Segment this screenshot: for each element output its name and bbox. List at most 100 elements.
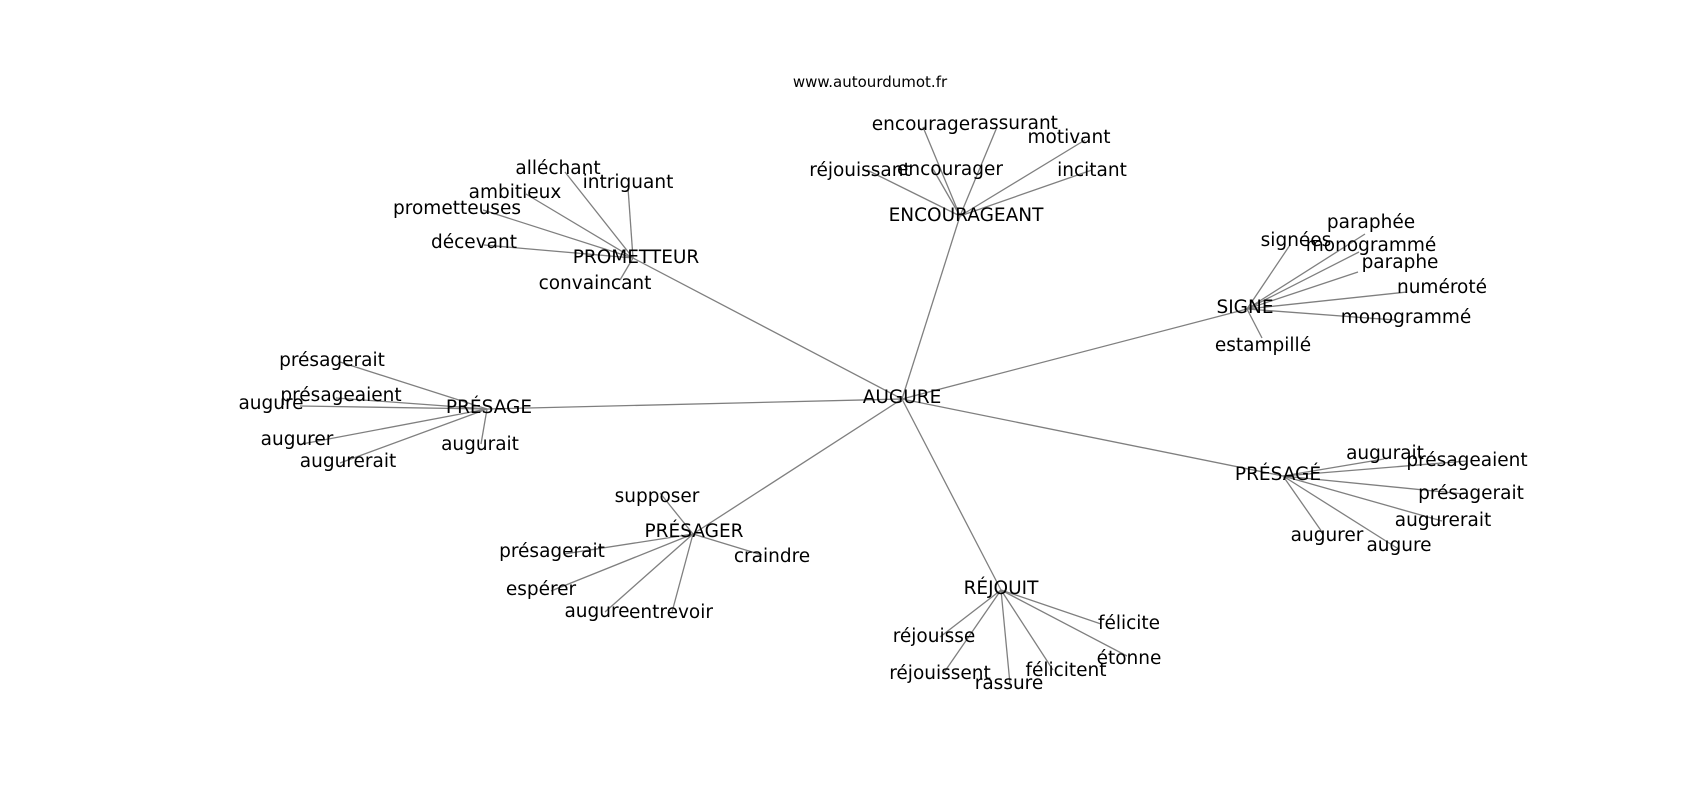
edge-cluster-to-leaf (1282, 475, 1465, 495)
leaf-word-label: décevant (431, 232, 517, 253)
source-watermark: www.autourdumot.fr (793, 73, 948, 91)
edge-cluster-to-leaf (1246, 308, 1263, 339)
leaf-word-label: augurer (1291, 525, 1364, 546)
cluster-node-label: SIGNE (1216, 297, 1273, 318)
cluster-node-label: PRÉSAGER (645, 520, 744, 542)
leaf-word-label: motivant (1028, 127, 1111, 148)
edge-cluster-to-leaf (299, 405, 488, 410)
leaf-word-label: augurer (261, 429, 334, 450)
leaf-word-label: numéroté (1397, 277, 1487, 298)
edge-root-to-cluster (901, 308, 1248, 400)
leaf-word-label: présagerait (279, 350, 385, 371)
edge-cluster-to-leaf (564, 171, 634, 259)
edge-root-to-cluster (486, 398, 903, 410)
edge-cluster-to-leaf (619, 257, 634, 281)
edge-cluster-to-leaf (1246, 233, 1366, 310)
cluster-node-label: PRÉSAGÉ (1235, 463, 1321, 485)
edge-cluster-to-leaf (339, 408, 488, 464)
leaf-word-label: félicitent (1025, 660, 1106, 681)
edge-root-to-cluster (901, 398, 1284, 477)
graph-edges (299, 126, 1468, 685)
leaf-word-label: présageaient (280, 385, 401, 406)
edge-cluster-to-leaf (627, 187, 634, 259)
edge-cluster-to-leaf (959, 169, 1093, 217)
leaf-word-label: incitant (1057, 160, 1127, 181)
edge-cluster-to-leaf (942, 589, 1002, 675)
leaf-word-label: signées (1261, 230, 1332, 251)
leaf-word-label: félicite (1098, 613, 1160, 634)
edge-root-to-cluster (632, 257, 903, 400)
cluster-node-label: PRÉSAGE (446, 396, 532, 418)
edge-cluster-to-leaf (1246, 244, 1291, 310)
leaf-word-label: ambitieux (469, 182, 562, 203)
leaf-word-label: craindre (734, 546, 810, 567)
leaf-word-label: alléchant (515, 158, 600, 179)
leaf-word-label: encourager (897, 159, 1003, 180)
edge-cluster-to-leaf (1282, 460, 1468, 477)
edge-cluster-to-leaf (1246, 308, 1396, 321)
edge-cluster-to-leaf (692, 533, 763, 556)
leaf-word-label: supposer (615, 486, 700, 507)
edge-cluster-to-leaf (932, 168, 961, 217)
leaf-word-label: rassure (975, 673, 1044, 694)
edge-cluster-to-leaf (1282, 475, 1398, 549)
edge-cluster-to-leaf (1000, 589, 1102, 625)
edge-cluster-to-leaf (335, 397, 488, 410)
edge-cluster-to-leaf (1246, 271, 1359, 310)
edge-cluster-to-leaf (659, 492, 694, 535)
edge-cluster-to-leaf (1000, 589, 1128, 657)
leaf-word-label: monogrammé (1341, 307, 1472, 328)
leaf-word-label: paraphée (1327, 212, 1415, 233)
edge-cluster-to-leaf (550, 533, 694, 592)
edge-cluster-to-leaf (1000, 589, 1011, 685)
edge-root-to-cluster (901, 215, 961, 400)
cluster-node-label: PROMETTEUR (573, 247, 700, 268)
leaf-word-label: prometteuses (393, 198, 521, 219)
edge-cluster-to-leaf (604, 533, 694, 613)
leaf-word-label: intriguant (583, 172, 674, 193)
leaf-word-label: réjouisse (893, 626, 976, 647)
leaf-word-label: réjouissant (809, 160, 911, 181)
leaf-word-label: présagerait (1418, 483, 1524, 504)
edge-cluster-to-leaf (939, 589, 1002, 638)
leaf-word-label: présageaient (1406, 450, 1527, 471)
edge-cluster-to-leaf (483, 244, 634, 259)
edge-cluster-to-leaf (1246, 291, 1408, 310)
leaf-word-label: augurerait (1395, 510, 1491, 531)
edge-cluster-to-leaf (301, 408, 488, 445)
leaf-word-label: convaincant (539, 273, 652, 294)
edge-cluster-to-leaf (959, 139, 1086, 217)
edge-cluster-to-leaf (1246, 251, 1360, 310)
leaf-word-label: espérer (506, 579, 577, 600)
edge-cluster-to-leaf (959, 126, 998, 217)
leaf-word-label: encourage (872, 114, 970, 135)
leaf-word-label: rassurant (970, 113, 1058, 134)
leaf-word-label: monogrammé (1306, 235, 1437, 256)
edge-cluster-to-leaf (480, 408, 488, 445)
leaf-word-label: augure (1366, 535, 1431, 556)
edge-cluster-to-leaf (866, 169, 961, 217)
leaf-word-label: entrevoir (629, 602, 713, 623)
cluster-node-label: ENCOURAGEANT (889, 205, 1045, 226)
leaf-word-label: augure (564, 601, 629, 622)
edge-cluster-to-leaf (525, 193, 634, 259)
leaf-word-label: augurait (1346, 443, 1424, 464)
edge-cluster-to-leaf (339, 361, 488, 410)
leaf-word-label: paraphe (1362, 252, 1439, 273)
edge-cluster-to-leaf (1000, 589, 1054, 671)
leaf-word-label: augure (238, 393, 303, 414)
root-node-label: AUGURE (863, 387, 942, 408)
leaf-word-label: estampillé (1215, 335, 1311, 356)
edge-cluster-to-leaf (1282, 475, 1443, 522)
leaf-word-label: réjouissent (889, 663, 991, 684)
leaf-word-label: présagerait (499, 541, 605, 562)
leaf-word-label: étonne (1097, 648, 1162, 669)
leaf-word-label: augurait (441, 434, 519, 455)
edge-cluster-to-leaf (482, 209, 634, 259)
edge-root-to-cluster (692, 398, 903, 535)
edge-root-to-cluster (901, 398, 1002, 591)
edge-cluster-to-leaf (671, 533, 694, 613)
edge-cluster-to-leaf (1282, 475, 1323, 533)
